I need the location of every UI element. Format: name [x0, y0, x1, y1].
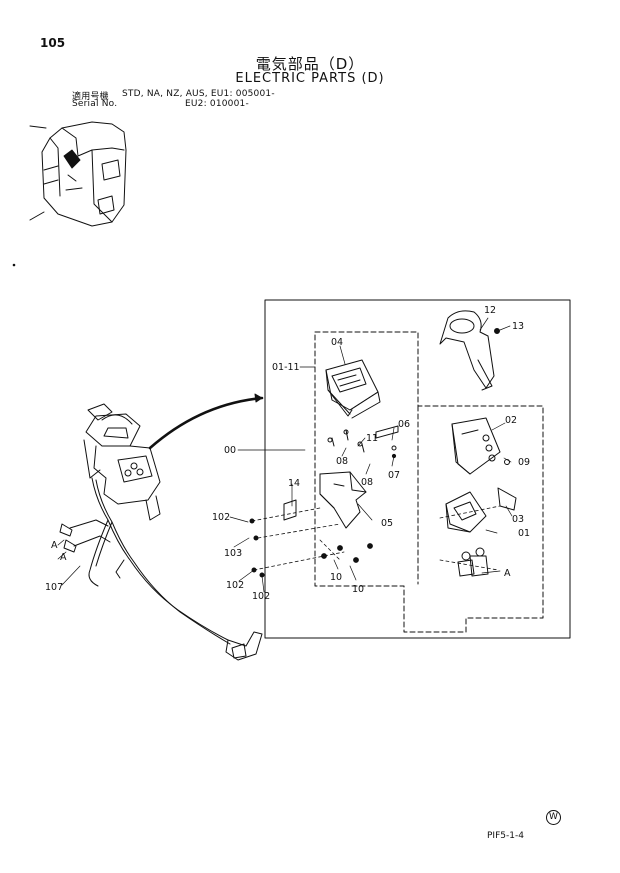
callout-103: 103 [224, 548, 242, 559]
callout-05: 05 [381, 518, 393, 529]
callout-102-c: 102 [252, 591, 270, 602]
callout-10-a: 10 [330, 572, 342, 583]
callout-09: 09 [518, 457, 530, 468]
callout-labels: 12 13 04 01-11 02 06 11 08 08 07 09 00 1… [45, 305, 530, 602]
callout-02: 02 [505, 415, 517, 426]
part-01-base [445, 491, 487, 533]
part-12-duct [439, 310, 495, 391]
callout-12: 12 [484, 305, 496, 316]
title-english: ELECTRIC PARTS (D) [235, 71, 385, 86]
callout-06: 06 [398, 419, 410, 430]
callout-08-a: 08 [336, 456, 348, 467]
page-number: 105 [40, 36, 66, 50]
w-symbol: W [546, 810, 561, 825]
callout-07: 07 [388, 470, 400, 481]
left-switch-assembly [59, 403, 263, 661]
applicability-label-jp: 適用号機 [72, 92, 109, 102]
callout-10-b: 10 [352, 584, 364, 595]
fastener-guides [251, 505, 501, 571]
title-japanese: 電気部品（D） [255, 55, 365, 73]
applicability-line-1: STD, NA, NZ, AUS, EU1: 005001- [122, 89, 275, 99]
applicability-label-en: Serial No. [72, 99, 118, 109]
callout-03: 03 [512, 514, 524, 525]
callout-102-b: 102 [226, 580, 244, 591]
part-05-bracket [319, 471, 367, 529]
callout-14: 14 [288, 478, 300, 489]
assembly-boundary [264, 299, 571, 639]
part-13-screw [494, 328, 500, 334]
callout-04: 04 [331, 337, 343, 348]
callout-08-b: 08 [361, 477, 373, 488]
callout-01-11: 01-11 [272, 362, 300, 373]
cab-thumbnail-illustration [29, 121, 127, 227]
applicability-line-2: EU2: 010001- [185, 99, 249, 109]
callout-A-right: A [504, 568, 511, 579]
callout-00: 00 [224, 445, 236, 456]
part-06-bracket [375, 425, 399, 439]
part-04-display [325, 359, 381, 419]
callout-13: 13 [512, 321, 524, 332]
part-02-switch-panel [451, 417, 501, 475]
callout-11: 11 [366, 433, 378, 444]
callout-01: 01 [518, 528, 530, 539]
arrowhead [254, 393, 263, 403]
part-09-screw [504, 459, 510, 465]
callout-107: 107 [45, 582, 63, 593]
part-03-bracket [497, 487, 517, 511]
detail-pointer-arc [148, 396, 264, 450]
part-07-nut [391, 453, 397, 459]
footer-code: PIF5-1-4 [487, 831, 524, 841]
part-14-plate [283, 499, 297, 521]
knob-assemblies [457, 547, 489, 577]
callout-102-a: 102 [212, 512, 230, 523]
callout-A-left-1: A [51, 540, 58, 551]
callout-A-left-2: A [60, 552, 67, 563]
screws [249, 518, 373, 578]
part-08-bolts [327, 429, 397, 453]
leader-lines [57, 317, 513, 593]
